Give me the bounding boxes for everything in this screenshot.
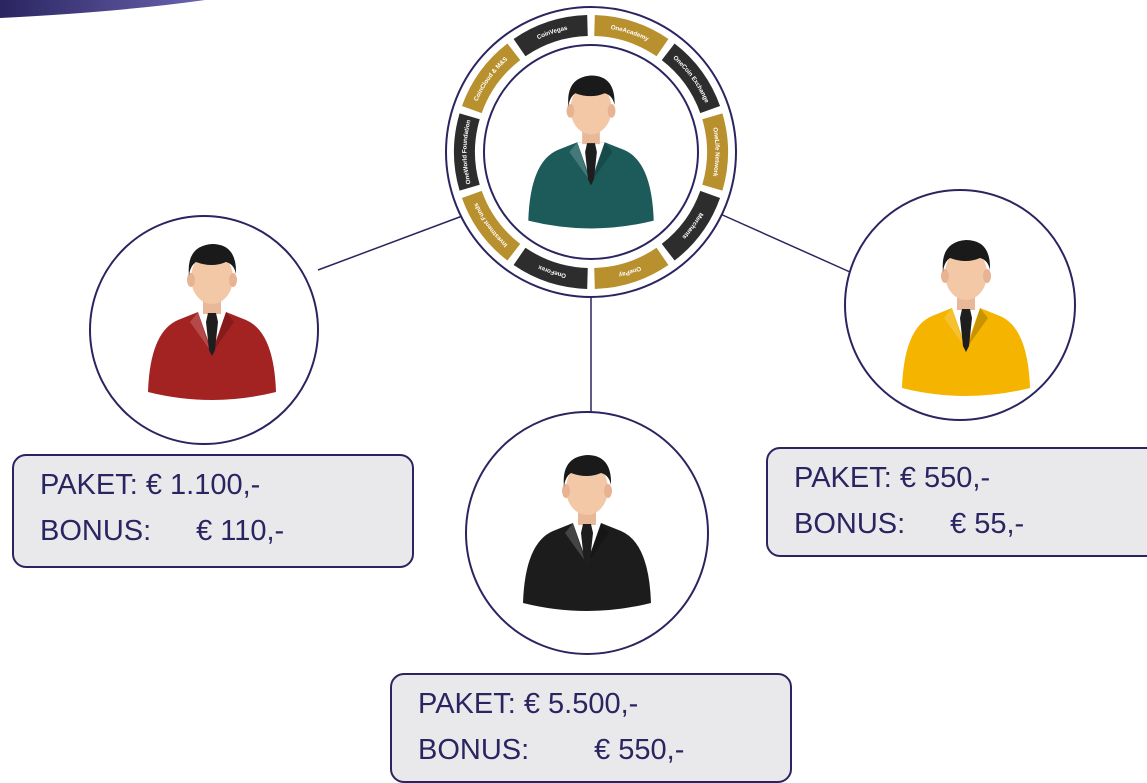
bonus-row: BONUS: € 110,- — [40, 508, 412, 554]
bonus-label: BONUS: — [40, 515, 152, 547]
bonus-value: € 550,- — [594, 734, 685, 766]
bonus-value: € 55,- — [950, 508, 1025, 540]
ring-segment: CoinVegas — [513, 15, 588, 57]
bonus-label: BONUS: — [418, 734, 530, 766]
connector-lines — [317, 212, 851, 422]
connector-right — [717, 212, 851, 273]
connector-left — [317, 214, 466, 271]
person-icon-center — [528, 75, 654, 229]
bonus-value: € 110,- — [196, 515, 285, 547]
ring-segment-label: OneWorld Foundation — [461, 119, 472, 185]
bottom-node — [465, 411, 709, 655]
bonus-row: BONUS: € 550,- — [418, 727, 790, 773]
bonus-row: BONUS: € 55,- — [794, 501, 1147, 547]
ring-segment: OneForex — [513, 247, 588, 289]
paket-label: PAKET: — [40, 469, 138, 501]
paket-label: PAKET: — [794, 462, 892, 494]
info-box-bottom: PAKET: € 5.500,- BONUS: € 550,- — [390, 673, 792, 783]
ring-segment: OnePay — [594, 247, 669, 289]
info-box-right: PAKET: € 550,- BONUS: € 55,- — [766, 447, 1147, 557]
corner-decoration — [0, 0, 205, 18]
person-icon-red — [148, 244, 276, 400]
left-node — [89, 215, 319, 445]
bonus-label: BONUS: — [794, 508, 906, 540]
paket-row: PAKET: € 1.100,- — [40, 462, 412, 508]
ring-segment: OneAcademy — [594, 15, 669, 57]
right-node — [844, 189, 1076, 421]
paket-row: PAKET: € 5.500,- — [418, 681, 790, 727]
person-icon-yellow — [902, 240, 1030, 396]
paket-value: € 1.100,- — [145, 469, 261, 501]
paket-value: € 5.500,- — [523, 688, 639, 720]
paket-value: € 550,- — [899, 462, 991, 494]
paket-label: PAKET: — [418, 688, 516, 720]
info-box-left: PAKET: € 1.100,- BONUS: € 110,- — [12, 454, 414, 568]
person-icon-black — [523, 455, 651, 611]
ring-segment-label: OneLife Network — [711, 127, 720, 178]
ring-segment: OneLife Network — [702, 113, 729, 191]
ring-segment: OneWorld Foundation — [454, 113, 480, 191]
paket-row: PAKET: € 550,- — [794, 455, 1147, 501]
